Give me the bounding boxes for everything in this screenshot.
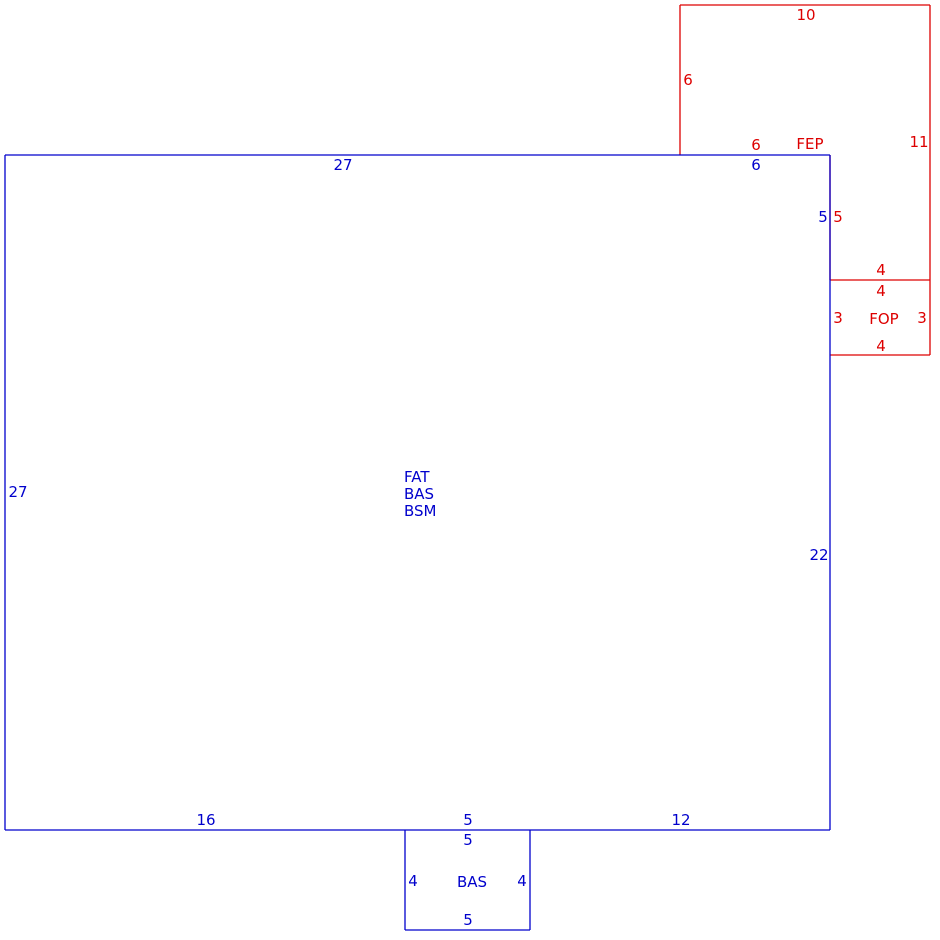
bump-dim-right: 4 [517, 872, 527, 890]
main-dim-bottom-left: 16 [196, 811, 215, 829]
fop-dim-bottom: 4 [876, 337, 886, 355]
fep-dim-top: 10 [796, 6, 815, 24]
main-code-bas: BAS [404, 485, 434, 503]
main-dim-right-lower: 22 [809, 546, 828, 564]
fep-dim-bottom: 4 [876, 261, 886, 279]
fep-dim-bottom-left: 6 [751, 136, 761, 154]
main-dim-bottom-mid: 5 [463, 811, 473, 829]
main-dim-left: 27 [8, 483, 27, 501]
main-dim-right-upper: 5 [818, 208, 828, 226]
fep-dim-right: 11 [909, 133, 928, 151]
main-outline [4, 154, 831, 831]
bump-dim-bottom: 5 [463, 911, 473, 929]
bump-code-label: BAS [457, 873, 487, 891]
fop-outline [830, 280, 931, 356]
main-dim-top: 27 [333, 156, 352, 174]
main-dim-bottom-right: 12 [671, 811, 690, 829]
bump-outline [404, 830, 531, 931]
bump-dim-top: 5 [463, 831, 473, 849]
main-dim-top-right: 6 [751, 156, 761, 174]
fep-code-label: FEP [796, 135, 823, 153]
main-code-fat: FAT [404, 468, 430, 486]
fop-code-label: FOP [869, 310, 898, 328]
main-code-bsm: BSM [404, 502, 437, 520]
bump-dim-left: 4 [408, 872, 418, 890]
fop-dim-left: 3 [833, 309, 843, 327]
fep-dim-left: 6 [683, 71, 693, 89]
fop-dim-top: 4 [876, 282, 886, 300]
fop-dim-right: 3 [917, 309, 927, 327]
fep-dim-inner-right: 5 [833, 208, 843, 226]
